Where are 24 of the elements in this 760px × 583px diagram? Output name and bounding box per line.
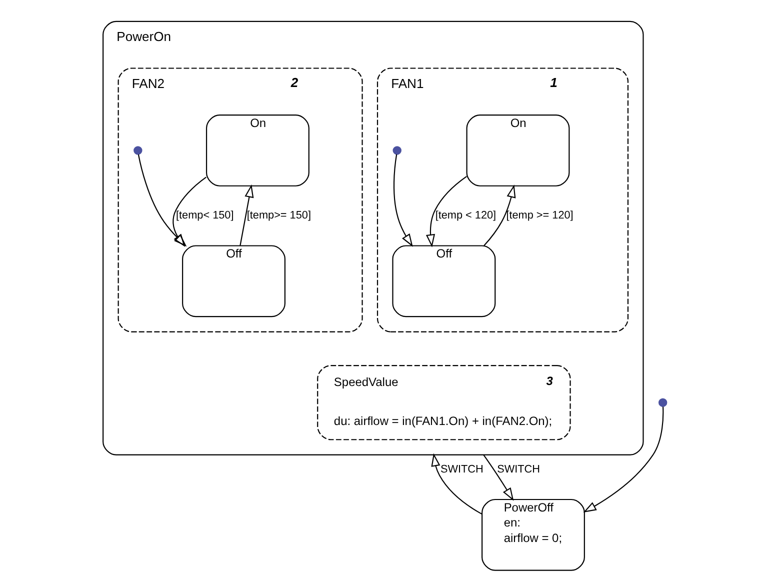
arrow (137, 154, 186, 247)
node-box: Off (392, 245, 496, 318)
node-box: PowerOff en: airflow = 0; (481, 498, 584, 571)
arrow (430, 453, 482, 514)
node-circle (658, 398, 667, 407)
edge-label: SWITCH (496, 463, 540, 476)
arrow (482, 454, 514, 501)
edge-label: [temp< 150] (176, 210, 234, 222)
edge-label: SWITCH (440, 463, 483, 476)
edge-label: [temp>= 150] (246, 210, 310, 222)
node-circle (133, 146, 142, 155)
edge-label: [temp < 120] (434, 210, 496, 222)
arrow (392, 154, 412, 247)
node-box: On (205, 114, 309, 186)
arrow (483, 184, 516, 246)
node-box: On (466, 114, 570, 186)
node-circle (392, 146, 401, 155)
node-box: Off (182, 245, 285, 318)
edge-label: [temp >= 120] (506, 210, 573, 222)
arrow (582, 406, 664, 512)
arrow (425, 176, 466, 248)
node-box: SpeedValue 3 du: airflow = in(FAN1.On) + in(FAN2.On); (316, 365, 570, 440)
arrow (172, 176, 206, 248)
arrow (239, 184, 254, 246)
